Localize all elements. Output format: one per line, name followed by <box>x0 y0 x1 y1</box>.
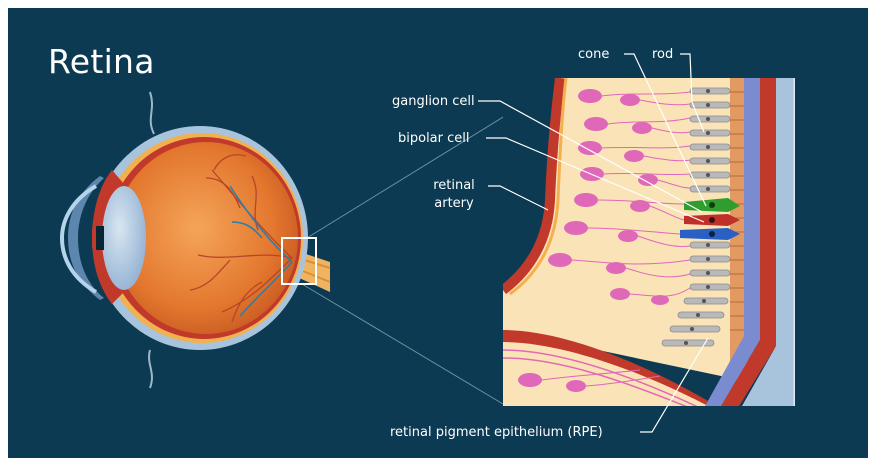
pupil <box>96 226 104 250</box>
label-retinal-artery-1: retinal <box>426 177 482 194</box>
lens <box>102 186 146 290</box>
rpe-layer <box>730 78 744 378</box>
label-cone: cone <box>578 46 609 63</box>
label-bipolar-cell: bipolar cell <box>398 130 470 147</box>
label-retinal-artery-2: artery <box>426 195 482 212</box>
retina-detail-panel <box>503 78 795 408</box>
label-rod: rod <box>652 46 673 63</box>
label-ganglion-cell: ganglion cell <box>392 93 475 110</box>
label-rpe: retinal pigment epithelium (RPE) <box>390 424 603 441</box>
page-title: Retina <box>48 42 155 81</box>
